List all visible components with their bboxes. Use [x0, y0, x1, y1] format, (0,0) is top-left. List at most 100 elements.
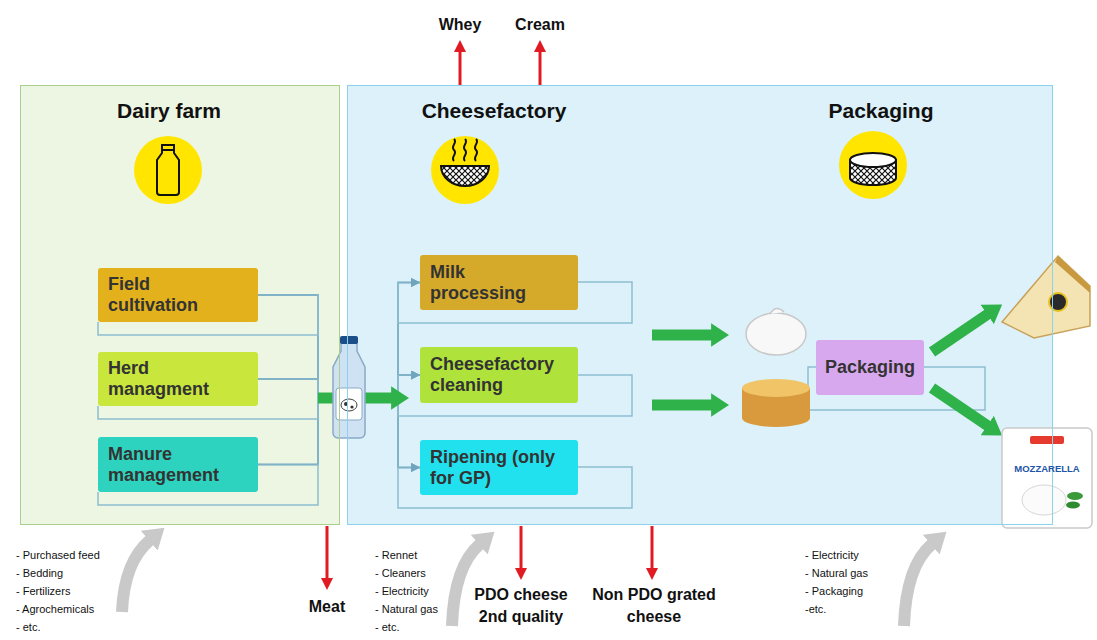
label-slot: -etc.: [805, 602, 895, 616]
icon-circle: [431, 136, 499, 204]
label-slot: - Fertilizers: [16, 584, 126, 598]
process-box: Manure management: [98, 437, 258, 492]
label-slot: - Electricity: [805, 548, 895, 562]
flow-arrow: [932, 388, 988, 426]
cheese-wheel: [742, 379, 810, 427]
input-item: - Electricity: [805, 548, 895, 562]
box-label: Packaging: [825, 357, 915, 378]
mozzarella-package: [1066, 502, 1080, 509]
region-panel: CheesefactoryPackagingMilk processingChe…: [347, 85, 1053, 525]
bottle-icon: [162, 149, 174, 151]
cheese-wedge: [1002, 256, 1090, 338]
panel-heading: Packaging: [731, 98, 1031, 123]
output-arrow: [539, 52, 542, 85]
mozzarella-package: [1002, 428, 1092, 528]
cheese-wedge: [1002, 256, 1090, 338]
box-label: Herd managment: [108, 358, 240, 399]
input-item: - Packaging: [805, 584, 895, 598]
input-arrow: [452, 544, 480, 626]
label-slot: - etc.: [375, 620, 455, 634]
cheesemaking-icon: [464, 139, 466, 161]
cheese-wheel: [742, 379, 810, 397]
process-box: Herd managment: [98, 352, 258, 406]
label-slot: - Rennet: [375, 548, 455, 562]
panel-ground: [20, 85, 340, 525]
flow-arrow: [318, 314, 988, 426]
label-slot: - Packaging: [805, 584, 895, 598]
label-slot: PDO cheese 2nd quality: [465, 584, 577, 628]
output-label: Meat: [297, 596, 357, 618]
panel-ground: [347, 85, 1053, 525]
region-panel: Dairy farmField cultivationHerd managmen…: [20, 85, 340, 525]
flow-arrow: [932, 314, 988, 352]
icon-circle: [134, 131, 907, 204]
label-slot: - Bedding: [16, 566, 126, 580]
process-box: Milk processing: [420, 255, 578, 310]
label-slot: Whey: [430, 14, 490, 36]
input-item: - Natural gas: [375, 602, 455, 616]
input-item: - Rennet: [375, 548, 455, 562]
cheesemaking-icon: [453, 139, 455, 161]
output-label: Whey: [430, 14, 490, 36]
mozzarella-package: [1002, 428, 1092, 528]
output-arrow: [326, 526, 329, 578]
input-item: - Electricity: [375, 584, 455, 598]
input-arrow: [904, 544, 932, 626]
label-slot: - Natural gas: [375, 602, 455, 616]
milk-bottle: [350, 405, 353, 408]
output-arrow: [520, 526, 523, 568]
input-item: - etc.: [16, 620, 126, 634]
packaging-icon: [850, 153, 896, 167]
heading-slot: Cheesefactory: [344, 98, 644, 123]
box-label: Field cultivation: [108, 274, 240, 315]
cheese-wedge: [1055, 256, 1090, 293]
panel-heading: Dairy farm: [19, 98, 319, 123]
bottle-icon: [157, 145, 179, 195]
output-arrow: [327, 52, 652, 578]
box-label: Cheesefactory cleaning: [430, 354, 560, 395]
box-label: Milk processing: [430, 262, 560, 303]
input-item: - Bedding: [16, 566, 126, 580]
process-box: Packaging: [816, 340, 924, 395]
output-arrow: [651, 526, 654, 568]
milk-bottle: [333, 342, 365, 438]
mozzarella-ball: [770, 308, 784, 314]
label-slot: - Electricity: [375, 584, 455, 598]
flow-connector: [258, 295, 420, 468]
input-item: - Natural gas: [805, 566, 895, 580]
milk-bottle: [341, 399, 357, 411]
mozzarella-package: [1022, 485, 1066, 515]
mozzarella-ball: [746, 313, 806, 355]
panel-heading: Cheesefactory: [344, 98, 644, 123]
cheesemaking-icon: [475, 139, 477, 161]
bottle-icon: [157, 145, 179, 195]
label-slot: Non PDO grated cheese: [592, 584, 716, 628]
input-arrow: [122, 540, 150, 612]
cheesemaking-icon: [441, 139, 489, 186]
label-slot: - etc.: [16, 620, 126, 634]
input-item: - Purchased feed: [16, 548, 126, 562]
process-box: Field cultivation: [98, 268, 258, 322]
output-label: PDO cheese 2nd quality: [465, 584, 577, 628]
input-item: - Fertilizers: [16, 584, 126, 598]
input-item: -etc.: [805, 602, 895, 616]
cheese-wedge: [1049, 293, 1067, 311]
output-label: Cream: [508, 14, 572, 36]
output-arrow: [459, 52, 462, 85]
product-text: MOZZARELLA: [1004, 462, 1090, 476]
label-slot: - Agrochemicals: [16, 602, 126, 616]
icon-circle: [134, 136, 202, 204]
heading-slot: Packaging: [731, 98, 1031, 123]
icon-circle: [839, 131, 907, 199]
mozzarella-package: [1067, 492, 1083, 500]
cheesemaking-icon: [441, 166, 489, 186]
label-slot: - Cleaners: [375, 566, 455, 580]
input-item: - etc.: [375, 620, 455, 634]
label-slot: Cream: [508, 14, 572, 36]
process-box: Cheesefactory cleaning: [420, 347, 578, 403]
box-label: Ripening (only for GP): [430, 447, 560, 488]
milk-bottle: [333, 336, 365, 438]
flow-connector: [258, 283, 420, 465]
mozzarella-package: [1030, 436, 1064, 444]
